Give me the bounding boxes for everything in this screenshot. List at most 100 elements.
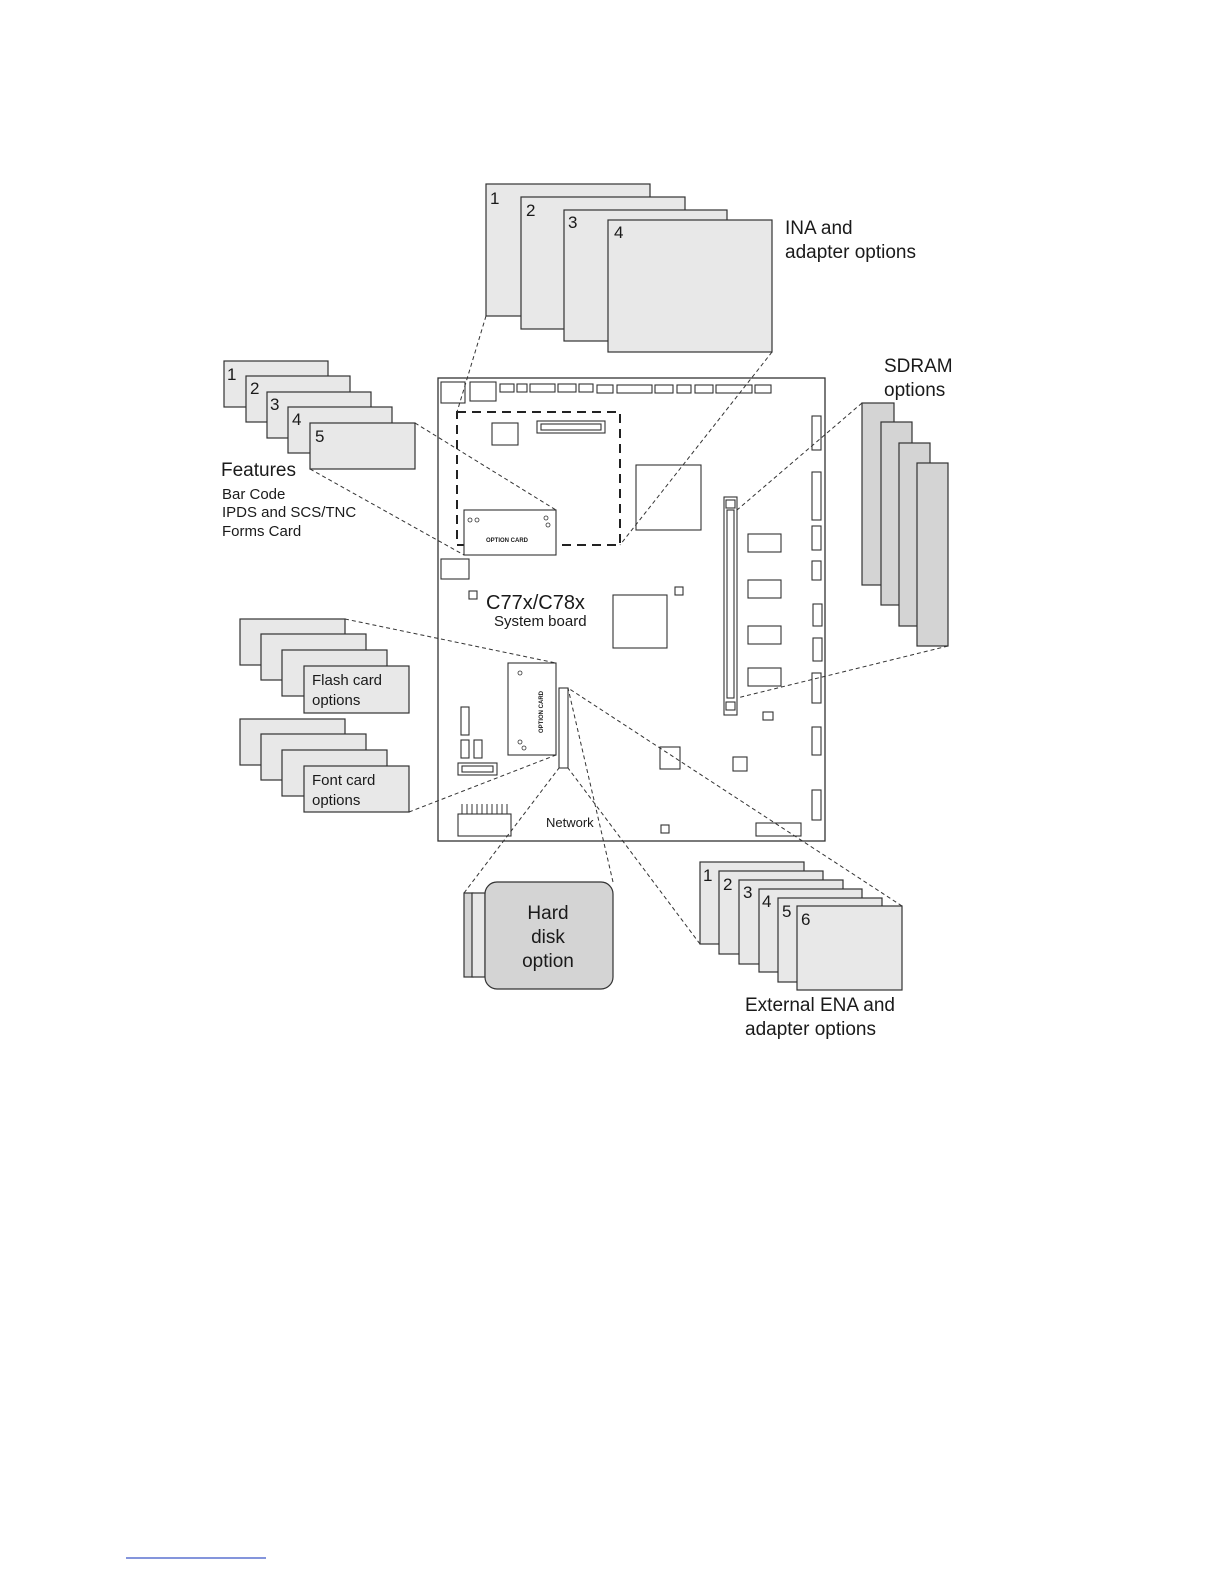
ina-card-number: 1	[490, 189, 499, 208]
ena-card-number: 3	[743, 883, 752, 902]
pin-header-outline	[458, 814, 511, 836]
ena-card-stack: 1 2 3 4 5 6	[700, 862, 902, 990]
option-card-outline	[508, 663, 556, 755]
network-label: Network	[546, 815, 594, 830]
card-connector	[559, 688, 568, 768]
sdram-latch	[726, 702, 735, 710]
small-component	[675, 587, 683, 595]
features-card-5	[310, 423, 415, 469]
connector	[812, 790, 821, 820]
connector	[441, 382, 465, 403]
ina-label-line2: adapter options	[785, 242, 916, 263]
features-card-number: 1	[227, 365, 236, 384]
flash-card-stack: Flash card options	[240, 619, 409, 713]
ena-card-6	[797, 906, 902, 990]
connector	[812, 526, 821, 550]
option-card-label: OPTION CARD	[539, 690, 545, 733]
ena-card-number: 5	[782, 902, 791, 921]
sdram-module-stack	[862, 403, 948, 646]
small-connector	[474, 740, 482, 758]
connector-pins	[462, 766, 493, 772]
features-card-stack: 1 2 3 4 5	[224, 361, 415, 469]
connector	[812, 673, 821, 703]
features-item: Bar Code	[222, 486, 285, 503]
chip	[660, 747, 680, 769]
connector	[558, 384, 576, 392]
ena-card-number: 4	[762, 892, 771, 911]
sdram-slot-inner	[727, 510, 734, 698]
sdram-slot	[724, 497, 737, 715]
option-card-label: OPTION CARD	[486, 538, 529, 544]
connector	[755, 385, 771, 393]
connector	[530, 384, 555, 392]
board-title: C77x/C78x	[486, 592, 585, 614]
connector	[579, 384, 593, 392]
connector	[677, 385, 691, 393]
ena-card-number: 6	[801, 910, 810, 929]
small-component	[733, 757, 747, 771]
connector	[500, 384, 514, 392]
sdram-latch	[726, 500, 735, 508]
ena-card-number: 2	[723, 875, 732, 894]
font-card-stack: Font card options	[240, 719, 409, 812]
option-card-outline	[464, 510, 556, 555]
sdram-label-line2: options	[884, 380, 945, 401]
features-card-number: 3	[270, 395, 279, 414]
features-card-number: 4	[292, 410, 301, 429]
hard-disk-label-line3: option	[522, 951, 574, 972]
hard-disk-label-line2: disk	[531, 927, 565, 948]
ena-card-number: 1	[703, 866, 712, 885]
features-title: Features	[221, 460, 296, 481]
ina-card-number: 3	[568, 213, 577, 232]
features-item: IPDS and SCS/TNC	[222, 504, 356, 521]
features-item: Forms Card	[222, 523, 301, 540]
connector	[812, 727, 821, 755]
small-connector	[461, 740, 469, 758]
system-board: OPTION CARD C77x/C78x System board	[438, 378, 825, 841]
connector	[517, 384, 527, 392]
board-subtitle: System board	[494, 613, 587, 630]
connector	[813, 638, 822, 661]
ina-card-stack: 1 2 3 4	[486, 184, 772, 352]
chip	[492, 423, 518, 445]
font-label-line2: options	[312, 792, 360, 809]
connector	[813, 604, 822, 626]
controller-chip	[613, 595, 667, 648]
connector	[597, 385, 613, 393]
connector	[441, 559, 469, 579]
ina-card-number: 4	[614, 223, 623, 242]
flash-label-line1: Flash card	[312, 672, 382, 689]
memory-chip	[748, 626, 781, 644]
ina-card-number: 2	[526, 201, 535, 220]
hard-disk-option: Hard disk option	[464, 882, 613, 989]
hard-disk-label-line1: Hard	[527, 903, 568, 924]
sdram-module-4	[917, 463, 948, 646]
ina-connector-pins	[541, 424, 601, 430]
memory-chip	[748, 668, 781, 686]
small-component	[763, 712, 773, 720]
connector	[617, 385, 652, 393]
ena-label-line2: adapter options	[745, 1019, 876, 1040]
small-connector	[461, 707, 469, 735]
features-option-card: OPTION CARD	[464, 510, 556, 555]
processor-chip	[636, 465, 701, 530]
features-card-number: 5	[315, 427, 324, 446]
connector	[812, 561, 821, 580]
memory-chip	[748, 580, 781, 598]
connector	[655, 385, 673, 393]
connector	[716, 385, 752, 393]
small-component	[661, 825, 669, 833]
font-label-line1: Font card	[312, 772, 375, 789]
flash-option-card: OPTION CARD	[508, 663, 556, 755]
ina-label-line1: INA and	[785, 218, 853, 239]
ena-label-line1: External ENA and	[745, 995, 895, 1016]
small-component	[469, 591, 477, 599]
features-card-number: 2	[250, 379, 259, 398]
connector	[695, 385, 713, 393]
memory-chip	[748, 534, 781, 552]
flash-label-line2: options	[312, 692, 360, 709]
ina-card-4	[608, 220, 772, 352]
sdram-label-line1: SDRAM	[884, 356, 953, 377]
hard-disk-bracket-inner	[472, 893, 485, 977]
